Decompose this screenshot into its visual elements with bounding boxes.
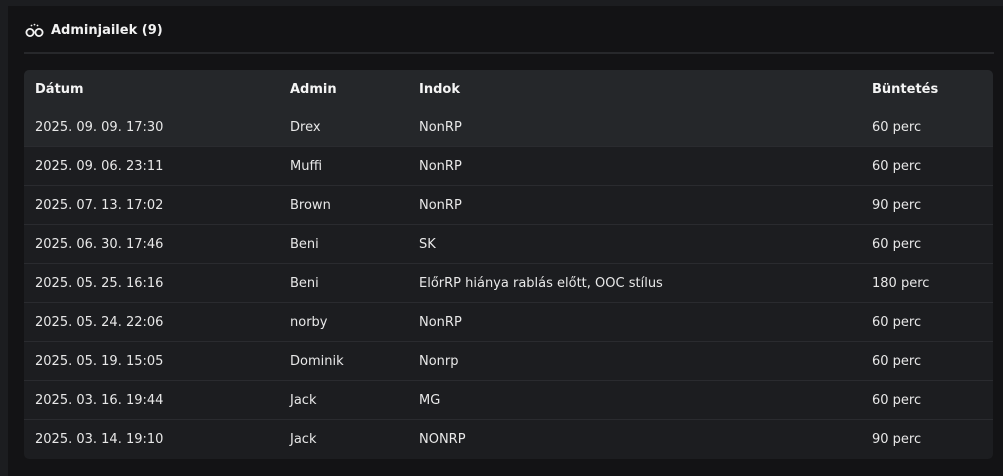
column-header-reason: Indok [419, 81, 460, 97]
column-header-date: Dátum [35, 81, 84, 97]
cell-penalty: 90 perc [872, 431, 922, 447]
cell-date: 2025. 05. 25. 16:16 [35, 275, 164, 291]
table-row: 2025. 09. 06. 23:11 Muffi NonRP 60 perc [24, 146, 993, 186]
cell-admin: Dominik [290, 353, 344, 369]
cell-admin: norby [290, 314, 328, 330]
cell-date: 2025. 09. 09. 17:30 [35, 119, 164, 135]
column-header-penalty: Büntetés [872, 81, 939, 97]
cell-date: 2025. 07. 13. 17:02 [35, 197, 164, 213]
cell-date: 2025. 03. 16. 19:44 [35, 392, 164, 408]
cell-penalty: 60 perc [872, 236, 922, 252]
panel-header: Adminjailek (9) [25, 20, 163, 40]
cell-reason: Nonrp [419, 353, 459, 369]
table-header-row: Dátum Admin Indok Büntetés [24, 70, 993, 108]
cell-penalty: 60 perc [872, 158, 922, 174]
cell-date: 2025. 06. 30. 17:46 [35, 236, 164, 252]
table-row: 2025. 05. 24. 22:06 norby NonRP 60 perc [24, 302, 993, 342]
adminjail-table: Dátum Admin Indok Büntetés 2025. 09. 09.… [24, 70, 993, 459]
cell-reason: NonRP [419, 197, 462, 213]
cell-penalty: 60 perc [872, 314, 922, 330]
cell-reason: NonRP [419, 119, 462, 135]
cell-reason: SK [419, 236, 436, 252]
handcuffs-icon [25, 22, 44, 38]
cell-penalty: 60 perc [872, 392, 922, 408]
cell-date: 2025. 05. 24. 22:06 [35, 314, 164, 330]
cell-reason: ElőrRP hiánya rablás előtt, OOC stílus [419, 275, 663, 291]
table-row: 2025. 03. 16. 19:44 Jack MG 60 perc [24, 380, 993, 420]
cell-admin: Brown [290, 197, 331, 213]
cell-penalty: 60 perc [872, 119, 922, 135]
cell-date: 2025. 09. 06. 23:11 [35, 158, 164, 174]
cell-admin: Muffi [290, 158, 323, 174]
column-header-admin: Admin [290, 81, 337, 97]
cell-penalty: 180 perc [872, 275, 930, 291]
cell-date: 2025. 05. 19. 15:05 [35, 353, 164, 369]
table-row: 2025. 07. 13. 17:02 Brown NonRP 90 perc [24, 185, 993, 225]
adminjail-panel: Adminjailek (9) Dátum Admin Indok Büntet… [8, 6, 1003, 476]
table-row: 2025. 05. 19. 15:05 Dominik Nonrp 60 per… [24, 341, 993, 381]
title-divider [24, 52, 994, 54]
cell-penalty: 90 perc [872, 197, 922, 213]
cell-admin: Beni [290, 236, 319, 252]
cell-admin: Jack [290, 392, 317, 408]
cell-reason: NonRP [419, 158, 462, 174]
table-row: 2025. 06. 30. 17:46 Beni SK 60 perc [24, 224, 993, 264]
cell-penalty: 60 perc [872, 353, 922, 369]
cell-reason: NONRP [419, 431, 466, 447]
cell-reason: MG [419, 392, 441, 408]
cell-admin: Beni [290, 275, 319, 291]
cell-admin: Jack [290, 431, 317, 447]
cell-reason: NonRP [419, 314, 462, 330]
table-row: 2025. 09. 09. 17:30 Drex NonRP 60 perc [24, 108, 993, 147]
panel-title: Adminjailek (9) [51, 22, 163, 38]
table-row: 2025. 05. 25. 16:16 Beni ElőrRP hiánya r… [24, 263, 993, 303]
cell-date: 2025. 03. 14. 19:10 [35, 431, 164, 447]
cell-admin: Drex [290, 119, 321, 135]
table-row: 2025. 03. 14. 19:10 Jack NONRP 90 perc [24, 419, 993, 459]
